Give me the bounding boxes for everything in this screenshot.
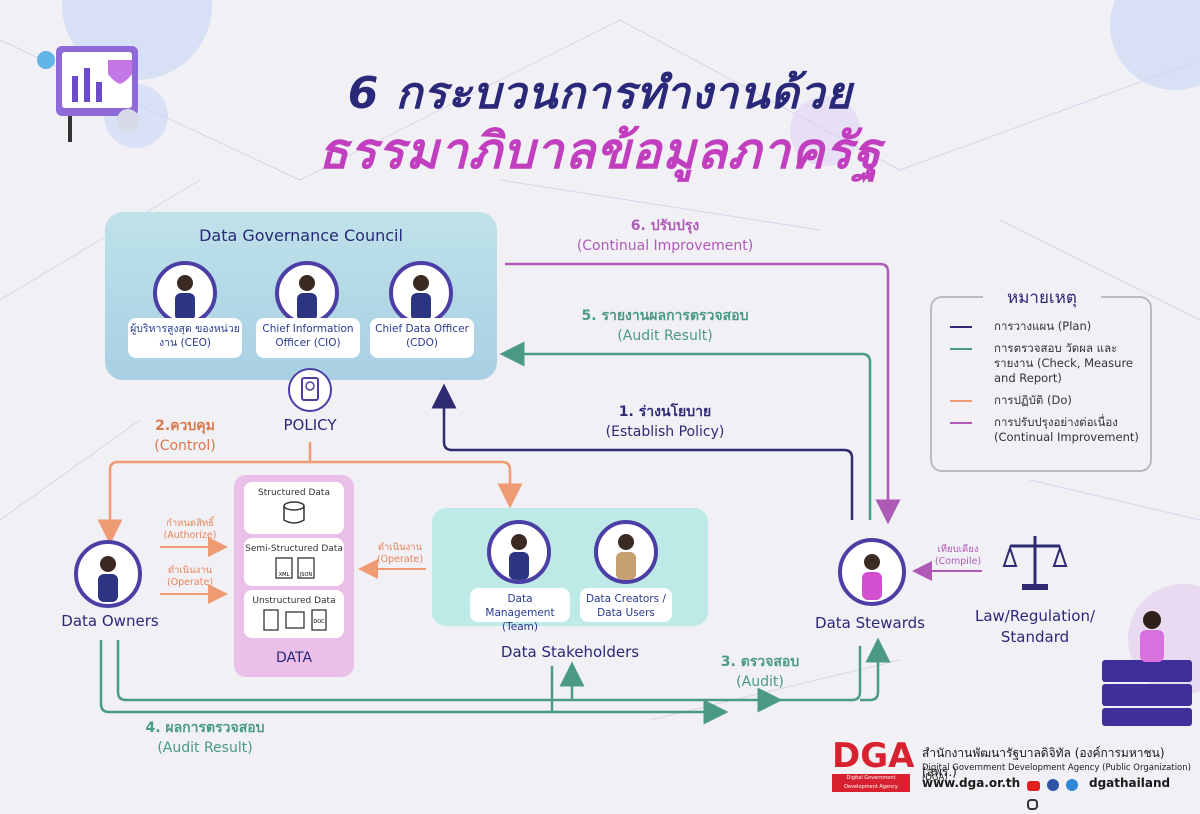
bg-circle bbox=[790, 96, 860, 166]
ceo-avatar bbox=[153, 261, 217, 325]
step6-label: 6. ปรับปรุง (Continual Improvement) bbox=[560, 216, 770, 256]
legend-text-check: การตรวจสอบ วัดผล และรายงาน (Check, Measu… bbox=[994, 341, 1134, 385]
database-icon bbox=[283, 501, 305, 524]
step2-th: 2.ควบคุม bbox=[155, 418, 215, 434]
step3-th: 3. ตรวจสอบ bbox=[720, 654, 800, 670]
legend-line-plan bbox=[950, 326, 972, 328]
person-icon bbox=[616, 534, 636, 580]
instagram-icon[interactable] bbox=[1027, 799, 1038, 810]
unstructured-data-card: Unstructured Data DOC bbox=[244, 590, 344, 638]
doc-badge: DOC bbox=[313, 619, 325, 625]
data-creators-avatar bbox=[594, 520, 658, 584]
data-stakeholders-label: Data Stakeholders bbox=[500, 643, 640, 661]
authorize-th: กำหนดสิทธิ์ bbox=[166, 518, 214, 529]
ceo-label: ผู้บริหารสูงสุด ของหน่วยงาน (CEO) bbox=[128, 318, 242, 358]
server-illustration bbox=[1102, 611, 1192, 726]
step2-en: (Control) bbox=[154, 438, 216, 454]
org-name-th: สำนักงานพัฒนารัฐบาลดิจิทัล (องค์การมหาชน… bbox=[922, 746, 1165, 779]
compile-label: เทียบเคียง (Compile) bbox=[918, 544, 998, 568]
step3-en: (Audit) bbox=[736, 674, 784, 690]
data-management-avatar bbox=[487, 520, 551, 584]
council-title: Data Governance Council bbox=[199, 226, 403, 245]
authorize-en: (Authorize) bbox=[163, 530, 217, 541]
operate-en: (Operate) bbox=[166, 577, 214, 588]
file-image-doc-icon: DOC bbox=[263, 609, 327, 631]
step2-label: 2.ควบคุม (Control) bbox=[130, 416, 240, 456]
xml-json-icon: XML JSON bbox=[275, 557, 315, 579]
facebook-icon[interactable] bbox=[1047, 779, 1060, 791]
person-icon bbox=[297, 275, 317, 321]
page-title-line2: ธรรมาภิบาลข้อมูลภาครัฐ bbox=[318, 122, 882, 180]
cdo-label: Chief Data Officer (CDO) bbox=[370, 318, 474, 358]
page-title-line1: 6 กระบวนการทำงานด้วย bbox=[347, 68, 853, 119]
operate-label: ดำเนินงาน (Operate) bbox=[150, 565, 230, 589]
step6-th: 6. ปรับปรุง bbox=[630, 218, 700, 234]
data-label: DATA bbox=[275, 650, 313, 666]
scales-icon bbox=[1002, 536, 1068, 590]
dga-logo-text: DGA bbox=[832, 736, 915, 776]
law-label: Law/Regulation/ Standard bbox=[974, 607, 1096, 646]
semi-structured-title: Semi-Structured Data bbox=[245, 544, 343, 554]
semi-structured-data-card: Semi-Structured Data XML JSON bbox=[244, 538, 344, 586]
xml-badge: XML bbox=[279, 572, 290, 578]
twitter-icon[interactable] bbox=[1066, 779, 1079, 791]
person-icon bbox=[411, 275, 431, 321]
policy-document-icon bbox=[288, 368, 332, 412]
step1-label: 1. ร่างนโยบาย (Establish Policy) bbox=[580, 402, 750, 442]
data-management-label: Data Management (Team) bbox=[470, 588, 570, 633]
legend-line-do bbox=[950, 400, 972, 402]
step5-th: 5. รายงานผลการตรวจสอบ bbox=[581, 308, 749, 324]
data-owners-avatar bbox=[74, 540, 142, 608]
cio-label: Chief Information Officer (CIO) bbox=[256, 318, 360, 358]
structured-data-card: Structured Data bbox=[244, 482, 344, 534]
social-handle[interactable]: dgathailand bbox=[1089, 776, 1171, 790]
step1-en: (Establish Policy) bbox=[605, 424, 725, 440]
website-link[interactable]: www.dga.or.th bbox=[922, 776, 1021, 790]
dashboard-illustration bbox=[37, 46, 139, 142]
step5-label: 5. รายงานผลการตรวจสอบ (Audit Result) bbox=[540, 306, 790, 346]
dga-logo: DGA Digital Government Development Agenc… bbox=[832, 736, 915, 792]
authorize-label: กำหนดสิทธิ์ (Authorize) bbox=[150, 518, 230, 542]
unstructured-title: Unstructured Data bbox=[252, 596, 336, 606]
legend-text-plan: การวางแผน (Plan) bbox=[994, 319, 1092, 333]
legend-box: การวางแผน (Plan) การตรวจสอบ วัดผล และราย… bbox=[930, 296, 1152, 472]
step1-th: 1. ร่างนโยบาย bbox=[618, 404, 712, 420]
dga-logo-sub: Digital Government Development Agency bbox=[832, 774, 910, 792]
step6-en: (Continual Improvement) bbox=[576, 238, 754, 254]
data-stewards-avatar bbox=[838, 538, 906, 606]
step4-en: (Audit Result) bbox=[157, 740, 253, 756]
policy-label: POLICY bbox=[283, 416, 337, 434]
person-icon bbox=[175, 275, 195, 321]
data-owners-label: Data Owners bbox=[61, 612, 159, 630]
operate2-label: ดำเนินงาน (Operate) bbox=[360, 542, 440, 566]
step5-en: (Audit Result) bbox=[617, 328, 713, 344]
social-icons bbox=[1027, 776, 1087, 810]
legend-line-check bbox=[950, 348, 972, 350]
legend-line-improve bbox=[950, 422, 972, 424]
person-icon bbox=[98, 556, 118, 602]
person-icon bbox=[509, 534, 529, 580]
data-stewards-label: Data Stewards bbox=[815, 614, 925, 632]
step4-label: 4. ผลการตรวจสอบ (Audit Result) bbox=[120, 718, 290, 758]
step3-label: 3. ตรวจสอบ (Audit) bbox=[700, 652, 820, 692]
step4-th: 4. ผลการตรวจสอบ bbox=[145, 720, 265, 736]
data-creators-label: Data Creators / Data Users bbox=[580, 588, 672, 622]
legend-text-do: การปฏิบัติ (Do) bbox=[994, 393, 1072, 407]
operate2-th: ดำเนินงาน bbox=[377, 542, 423, 553]
structured-data-title: Structured Data bbox=[258, 488, 330, 498]
org-name-en: Digital Government Development Agency (P… bbox=[922, 763, 1191, 783]
compile-en: (Compile) bbox=[934, 556, 982, 567]
compile-th: เทียบเคียง bbox=[937, 544, 979, 555]
operate-th: ดำเนินงาน bbox=[167, 565, 213, 576]
person-icon bbox=[862, 554, 882, 600]
json-badge: JSON bbox=[299, 572, 313, 578]
legend-title: หมายเหตุ bbox=[983, 284, 1101, 311]
youtube-icon[interactable] bbox=[1027, 781, 1040, 791]
legend-text-improve: การปรับปรุงอย่างต่อเนื่อง (Continual Imp… bbox=[994, 415, 1139, 444]
operate2-en: (Operate) bbox=[376, 554, 424, 565]
